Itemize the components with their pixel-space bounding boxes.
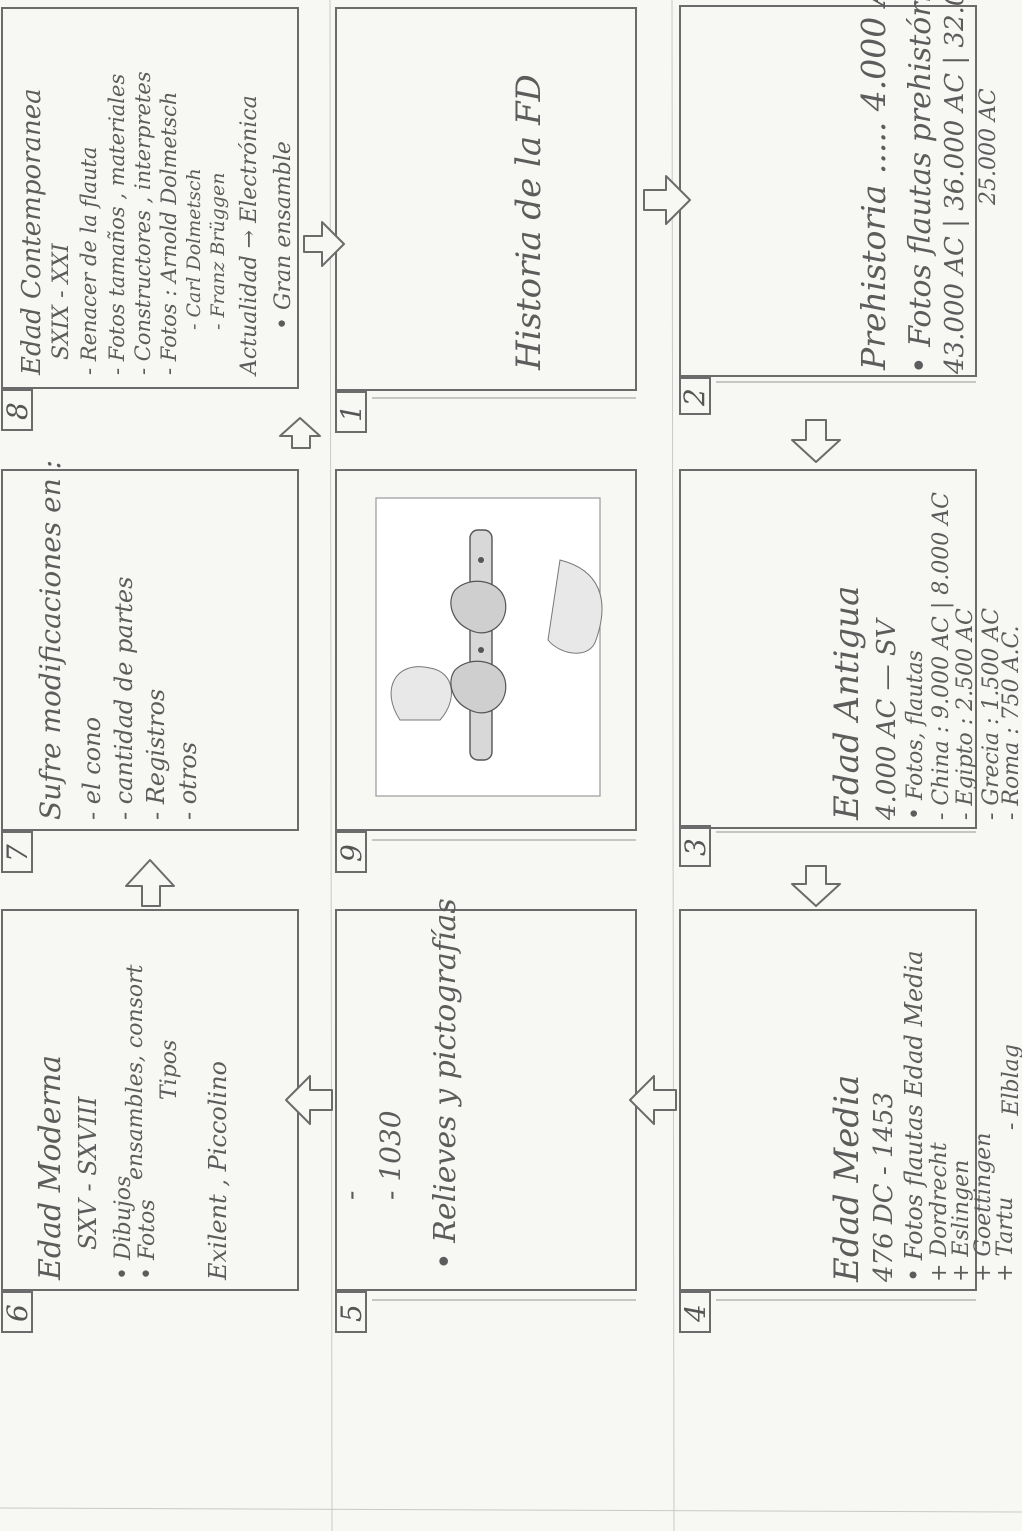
arrow-6-to-7-icon (126, 860, 174, 906)
panel-4-line-3: • Fotos flautas Edad Media (900, 950, 928, 1282)
panel-2-line-1: Prehistoria ..... 4.000 AC (854, 0, 893, 371)
panel-5-frame (336, 910, 636, 1290)
panel-1-frame (336, 8, 636, 390)
panel-3-line-7: - Roma : 750 A.C. (999, 625, 1022, 820)
panel-8-line-5: - Constructores , interpretes (131, 71, 155, 375)
panel-2: 2 Prehistoria ..... 4.000 AC • Fotos fla… (678, 0, 1001, 414)
panel-8-line-2: SXIX - XXI (49, 242, 74, 360)
panel-1-number: 1 (335, 404, 368, 422)
arrow-7-to-8-icon (280, 418, 320, 448)
panel-4: 4 Edad Media 476 DC - 1453 • Fotos flaut… (679, 910, 1022, 1332)
panel-8-line-9: Actualidad → Electrónica (237, 95, 262, 377)
panel-8-line-10: • Gran ensamble (271, 141, 296, 330)
panel-7: 7 Sufre modificaciones en : - el cono - … (1, 460, 298, 872)
panel-3-line-2: 4.000 AC — SV (872, 617, 902, 821)
panel-1-line-1: Historia de la FD (509, 74, 549, 371)
panel-3: 3 Edad Antigua 4.000 AC — SV • Fotos, fl… (679, 470, 1022, 866)
panel-5-line-3: - (334, 1191, 367, 1200)
panel-2-number: 2 (678, 388, 711, 407)
panel-6-line-4: • Fotos (135, 1199, 160, 1280)
panel-3-line-5: - Egipto : 2.500 AC (953, 608, 978, 820)
panel-6-line-3: • Dibujos (111, 1176, 136, 1280)
panel-2-line-2: • Fotos flautas prehistóricas (903, 0, 938, 374)
panel-8-line-8: - Franz Brüggen (207, 173, 229, 330)
panel-2-line-3: 43.000 AC | 36.000 AC | 32.000 AC (940, 0, 970, 375)
panel-6-number: 6 (1, 1304, 34, 1322)
panel-4-line-1: Edad Media (827, 1075, 867, 1283)
panel-5: 5 • Relieves y pictografías - 1030 - (334, 898, 636, 1332)
panel-8-line-7: - Carl Dolmetsch (183, 168, 205, 330)
panel-8-number: 8 (1, 402, 34, 420)
panel-7-line-5: - otros (174, 742, 202, 820)
arrow-8-to-1-icon (304, 222, 344, 266)
panel-8-line-4: - Fotos tamaños , materiales (105, 74, 129, 375)
panel-4-line-7: + Tartu (993, 1197, 1018, 1282)
arrow-3-to-4-icon (792, 866, 840, 906)
panel-7-line-2: - el cono (78, 717, 106, 820)
panel-8-line-3: - Renacer de la flauta (77, 147, 101, 375)
panel-8-line-1: Edad Contemporanea (17, 88, 47, 376)
arrow-1-to-2-icon (644, 176, 690, 224)
panel-1: 1 Historia de la FD (335, 8, 636, 432)
panel-7-line-1: Sufre modificaciones en : (34, 460, 67, 820)
panel-4-number: 4 (679, 1304, 712, 1323)
panel-9: 9 (335, 470, 636, 872)
panel-4-line-8: - Elblag (999, 1044, 1022, 1130)
panel-4-line-2: 476 DC - 1453 (869, 1092, 899, 1283)
panel-8: 8 Edad Contemporanea SXIX - XXI - Renace… (1, 8, 298, 430)
panel-6-line-2: SXV - SXVIII (74, 1096, 102, 1250)
panel-7-number: 7 (1, 844, 34, 862)
panel-8-line-6: - Fotos : Arnold Dolmetsch (157, 92, 181, 375)
hands-holding-flute-image (376, 498, 602, 796)
panel-7-line-3: - cantidad de partes (110, 577, 138, 820)
panel-3-number: 3 (679, 838, 712, 856)
panel-9-number: 9 (335, 844, 368, 862)
panel-6-line-1: Edad Moderna (33, 1055, 68, 1281)
panel-5-line-2: - 1030 (374, 1110, 407, 1200)
panel-3-line-4: - China : 9.000 AC | 8.000 AC (929, 492, 954, 820)
panel-6: 6 Edad Moderna SXV - SXVIII • Dibujos • … (1, 910, 298, 1332)
panel-5-number: 5 (335, 1304, 368, 1322)
panel-7-line-4: - Registros (142, 689, 170, 820)
panel-3-line-3: • Fotos, flautas (903, 650, 928, 820)
panel-5-line-1: • Relieves y pictografías (428, 898, 463, 1270)
panel-6-line-6: Tipos (157, 1040, 182, 1100)
arrow-2-to-3-icon (792, 420, 840, 462)
panel-3-line-1: Edad Antigua (827, 586, 867, 821)
panel-2-line-4: 25.000 AC (976, 88, 1001, 206)
panel-6-line-5: ensambles, consort (123, 964, 148, 1180)
arrow-5-to-6-icon (286, 1076, 332, 1124)
panel-6-line-7: Exilent , Piccolino (204, 1061, 232, 1281)
